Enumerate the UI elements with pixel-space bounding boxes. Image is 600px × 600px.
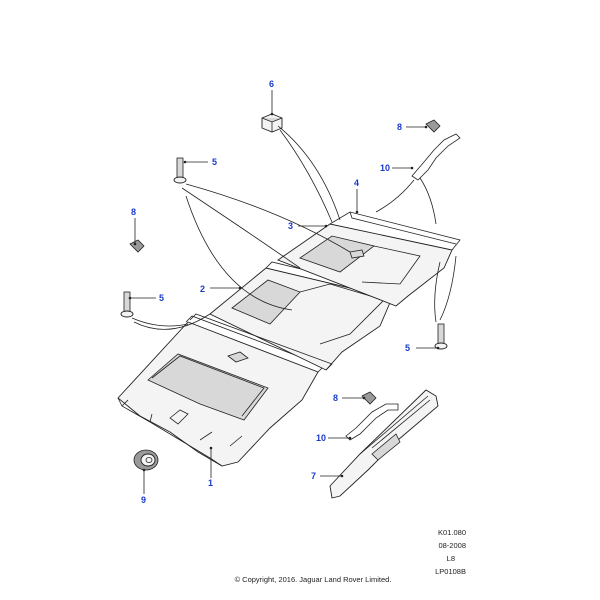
- part-6-clip: [261, 113, 283, 133]
- callout-8-bottom: 8: [333, 393, 338, 403]
- callout-1: 1: [208, 478, 213, 488]
- part-1-headlining-panel: [117, 315, 325, 467]
- callout-4: 4: [354, 178, 359, 188]
- callout-5-right: 5: [405, 343, 410, 353]
- part-10-upper-bracket: [411, 133, 461, 181]
- copyright-notice: © Copyright, 2016. Jaguar Land Rover Lim…: [235, 575, 392, 584]
- callout-labels: 1 2 3 4 5 5 5 6 7 8 8 8 9 10 10: [131, 79, 410, 505]
- diagram-date: 08-2008: [438, 541, 466, 550]
- callout-10-top: 10: [380, 163, 390, 173]
- leader-lines: [128, 90, 440, 494]
- callout-6: 6: [269, 79, 274, 89]
- callout-8-top: 8: [397, 122, 402, 132]
- callout-3: 3: [288, 221, 293, 231]
- assembly-guide-lines: [131, 125, 457, 330]
- part-10-lower-bracket: [345, 403, 399, 441]
- part-8-fastener-bottom: [361, 391, 377, 405]
- callout-8-left: 8: [131, 207, 136, 217]
- part-7-side-trim: [329, 389, 439, 499]
- part-3-4-front-panel: [277, 211, 461, 307]
- callout-10-bottom: 10: [316, 433, 326, 443]
- callout-7: 7: [311, 471, 316, 481]
- diagram-reference-block: K01.080 08-2008 L8 LP0108B: [435, 528, 466, 576]
- part-5-screw-left: [120, 291, 134, 318]
- callout-2: 2: [200, 284, 205, 294]
- diagram-code: K01.080: [438, 528, 466, 537]
- callout-5-left: 5: [159, 293, 164, 303]
- part-9-tape-roll: [133, 449, 159, 471]
- part-8-fastener-top: [425, 119, 441, 133]
- diagram-model: L8: [447, 554, 455, 563]
- part-5-screw-right: [434, 323, 448, 350]
- callout-5-top: 5: [212, 157, 217, 167]
- part-8-fastener-left: [129, 239, 145, 253]
- diagram-ref: LP0108B: [435, 567, 466, 576]
- part-5-screw-top: [173, 157, 187, 184]
- callout-9: 9: [141, 495, 146, 505]
